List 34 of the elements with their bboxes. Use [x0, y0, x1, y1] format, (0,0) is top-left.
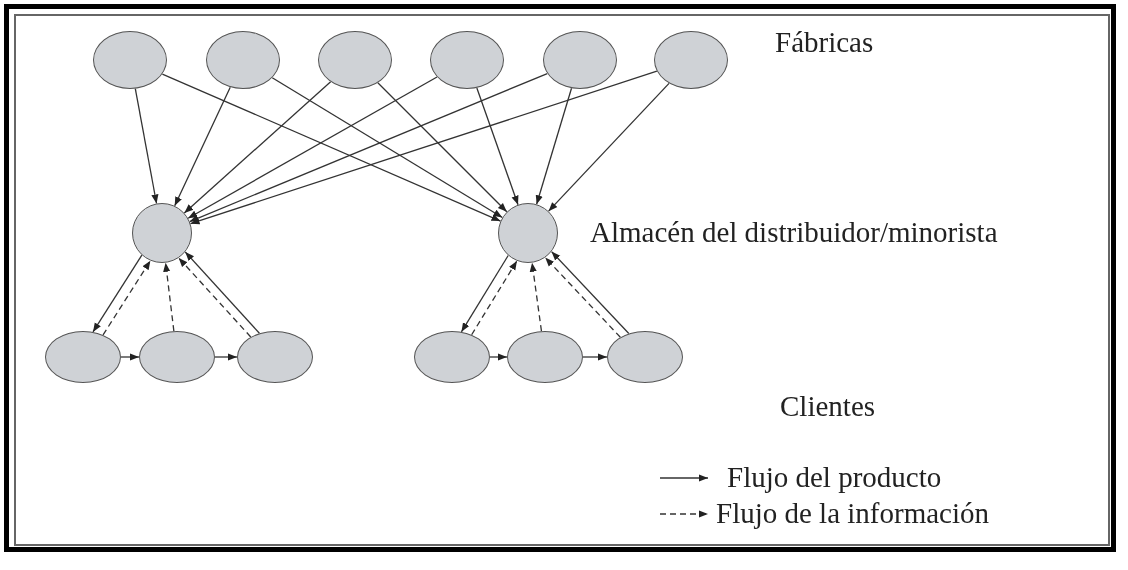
arrow — [183, 81, 332, 214]
tier-label: Almacén del distribuidor/minorista — [590, 218, 998, 247]
legend-text: Flujo de la información — [716, 499, 990, 528]
warehouse-circle — [498, 203, 558, 263]
arrow — [471, 260, 518, 336]
arrow — [460, 254, 509, 333]
arrow — [582, 353, 608, 361]
legend-text: Flujo del producto — [727, 463, 942, 492]
node-ellipse — [543, 31, 617, 89]
arrow — [214, 353, 238, 361]
arrow — [178, 257, 252, 338]
arrow — [102, 260, 152, 336]
arrow — [189, 72, 548, 223]
arrow — [161, 73, 502, 222]
arrow — [187, 76, 438, 219]
arrow — [535, 87, 573, 205]
warehouse-circle — [132, 203, 192, 263]
arrow — [550, 250, 630, 335]
tier-label: Clientes — [780, 392, 876, 421]
arrow — [189, 70, 658, 225]
arrow — [476, 87, 519, 206]
arrow — [174, 86, 231, 207]
arrow — [92, 254, 143, 333]
arrow — [163, 262, 175, 332]
arrow — [120, 353, 140, 361]
arrow — [489, 353, 508, 361]
arrow — [377, 82, 508, 213]
arrow — [544, 256, 621, 338]
arrow — [529, 262, 543, 332]
arrow — [184, 251, 261, 334]
arrow — [271, 77, 503, 219]
arrow — [134, 88, 159, 205]
tier-label: Fábricas — [775, 28, 874, 57]
arrow — [547, 82, 670, 212]
